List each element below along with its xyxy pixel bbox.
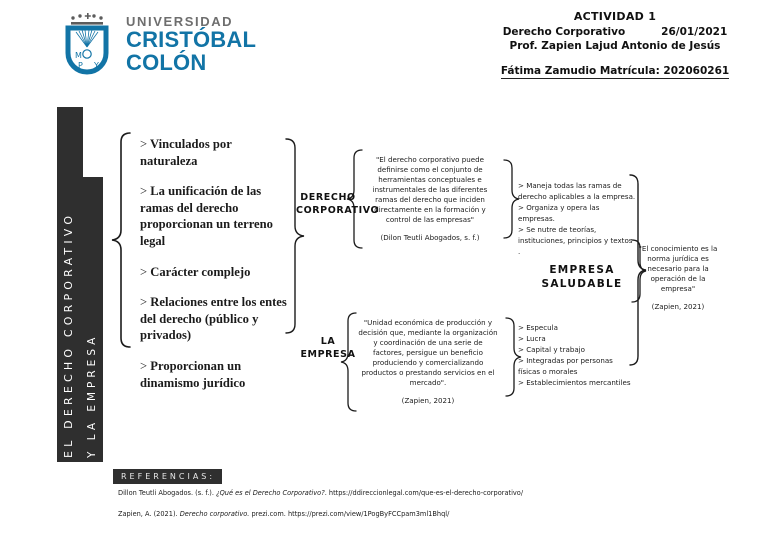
quote-text: "El conocimiento es la norma jurídica es… (638, 244, 718, 294)
list-item-text: Capital y trabajo (526, 344, 585, 354)
professor-name: Prof. Zapien Lajud Antonio de Jesús (509, 40, 721, 52)
bullets-derecho-corporativo: > Maneja todas las ramas de derecho apli… (518, 181, 636, 258)
sidebar-title-line1: EL DERECHO CORPORATIVO (62, 211, 75, 458)
quote-text: "Unidad económica de producción y decisi… (358, 318, 498, 388)
logo-line-colon: COLÓN (126, 49, 207, 75)
list-item: > Carácter complejo (140, 264, 251, 279)
list-item-text: Organiza y opera las empresas. (518, 202, 600, 223)
list-item-text: La unificación de las ramas del derecho … (140, 184, 273, 249)
activity-title: ACTIVIDAD 1 (573, 10, 657, 23)
list-item: > Proporcionan un dinamismo jurídico (140, 359, 246, 390)
sidebar-bar-secondary (83, 177, 103, 462)
university-logo: M P Y UNIVERSIDAD CRISTÓBAL COLÓN (64, 8, 304, 80)
reference-url: prezi.com. https://prezi.com/view/1PogBy… (249, 509, 450, 518)
list-item-text: Lucra (526, 333, 546, 343)
node-label-empresa-saludable: EMPRESA SALUDABLE (541, 264, 623, 291)
assignment-date: 26/01/2021 (661, 26, 728, 38)
list-item: > Capital y trabajo (518, 344, 585, 354)
quote-empresa-saludable: "El conocimiento es la norma jurídica es… (636, 244, 720, 312)
list-item-text: Integradas por personas físicas o morale… (518, 355, 613, 376)
svg-text:Y: Y (93, 61, 99, 70)
quote-citation: (Zapien, 2021) (401, 396, 455, 406)
list-item-text: Maneja todas las ramas de derecho aplica… (518, 181, 636, 201)
bullets-la-empresa: > Especula > Lucra > Capital y trabajo >… (518, 323, 636, 389)
list-item-text: Proporcionan un dinamismo jurídico (140, 359, 246, 390)
quote-derecho-corporativo: "El derecho corporativo puede definirse … (364, 155, 496, 244)
assignment-header: ACTIVIDAD 1 Derecho Corporativo 26/01/20… (470, 10, 760, 79)
list-item-text: Vinculados por naturaleza (140, 137, 232, 168)
list-item: > La unificación de las ramas del derech… (140, 184, 273, 249)
node-label-la-empresa: LA EMPRESA (300, 336, 356, 360)
quote-la-empresa: "Unidad económica de producción y decisi… (358, 318, 498, 407)
list-item: > Relaciones entre los entes del derecho… (140, 295, 287, 343)
list-item: > Establecimientos mercantiles (518, 377, 631, 387)
sidebar-bar-primary (57, 107, 83, 462)
list-item-text: Relaciones entre los entes del derecho (… (140, 295, 287, 343)
list-item: > Maneja todas las ramas de derecho apli… (518, 181, 636, 201)
svg-text:P: P (78, 61, 83, 70)
node-label-derecho-corporativo: DERECHO CORPORATIVO (296, 192, 380, 216)
sidebar-title-line2: Y LA EMPRESA (86, 333, 98, 458)
references-list: Dillon Teutli Abogados. (s. f.). ¿Qué es… (118, 489, 718, 532)
svg-text:M: M (75, 51, 82, 60)
quote-citation: (Dilon Teutli Abogados, s. f.) (380, 233, 480, 243)
course-name: Derecho Corporativo (502, 26, 626, 38)
list-item: > Se nutre de teorías, instituciones, pr… (518, 224, 633, 256)
reference-url: . https://ddireccionlegal.com/que-es-el-… (324, 489, 524, 497)
reference-entry: Dillon Teutli Abogados. (s. f.). ¿Qué es… (118, 489, 718, 498)
reference-author: Dillon Teutli Abogados. (s. f.). (118, 489, 214, 497)
reference-entry: Zapien, A. (2021). Derecho corporativo. … (118, 509, 718, 519)
student-name-and-id: Fátima Zamudio Matrícula: 202060261 (500, 65, 730, 79)
quote-citation: (Zapien, 2021) (651, 302, 705, 312)
reference-title: Derecho corporativo. (179, 509, 250, 518)
list-item: > Organiza y opera las empresas. (518, 202, 600, 223)
list-item-text: Se nutre de teorías, instituciones, prin… (518, 224, 633, 256)
reference-author: Zapien, A. (2021). (118, 509, 178, 518)
main-characteristics-list: > Vinculados por naturaleza > La unifica… (140, 136, 290, 391)
list-item: > Especula (518, 323, 558, 332)
list-item: > Integradas por personas físicas o mora… (518, 355, 613, 376)
list-item: > Lucra (518, 333, 546, 343)
list-item-text: Carácter complejo (150, 264, 251, 279)
logo-shield-icon: M P Y (64, 11, 116, 77)
references-heading: REFERENCIAS: (113, 469, 223, 484)
logo-line-cristobal: CRISTÓBAL (126, 26, 257, 52)
list-item: > Vinculados por naturaleza (140, 137, 232, 168)
reference-title: ¿Qué es el Derecho Corporativo? (216, 489, 325, 497)
list-item-text: Establecimientos mercantiles (526, 377, 631, 387)
list-item-text: Especula (526, 323, 558, 332)
logo-line-universidad: UNIVERSIDAD (126, 13, 234, 29)
quote-text: "El derecho corporativo puede definirse … (372, 155, 488, 225)
